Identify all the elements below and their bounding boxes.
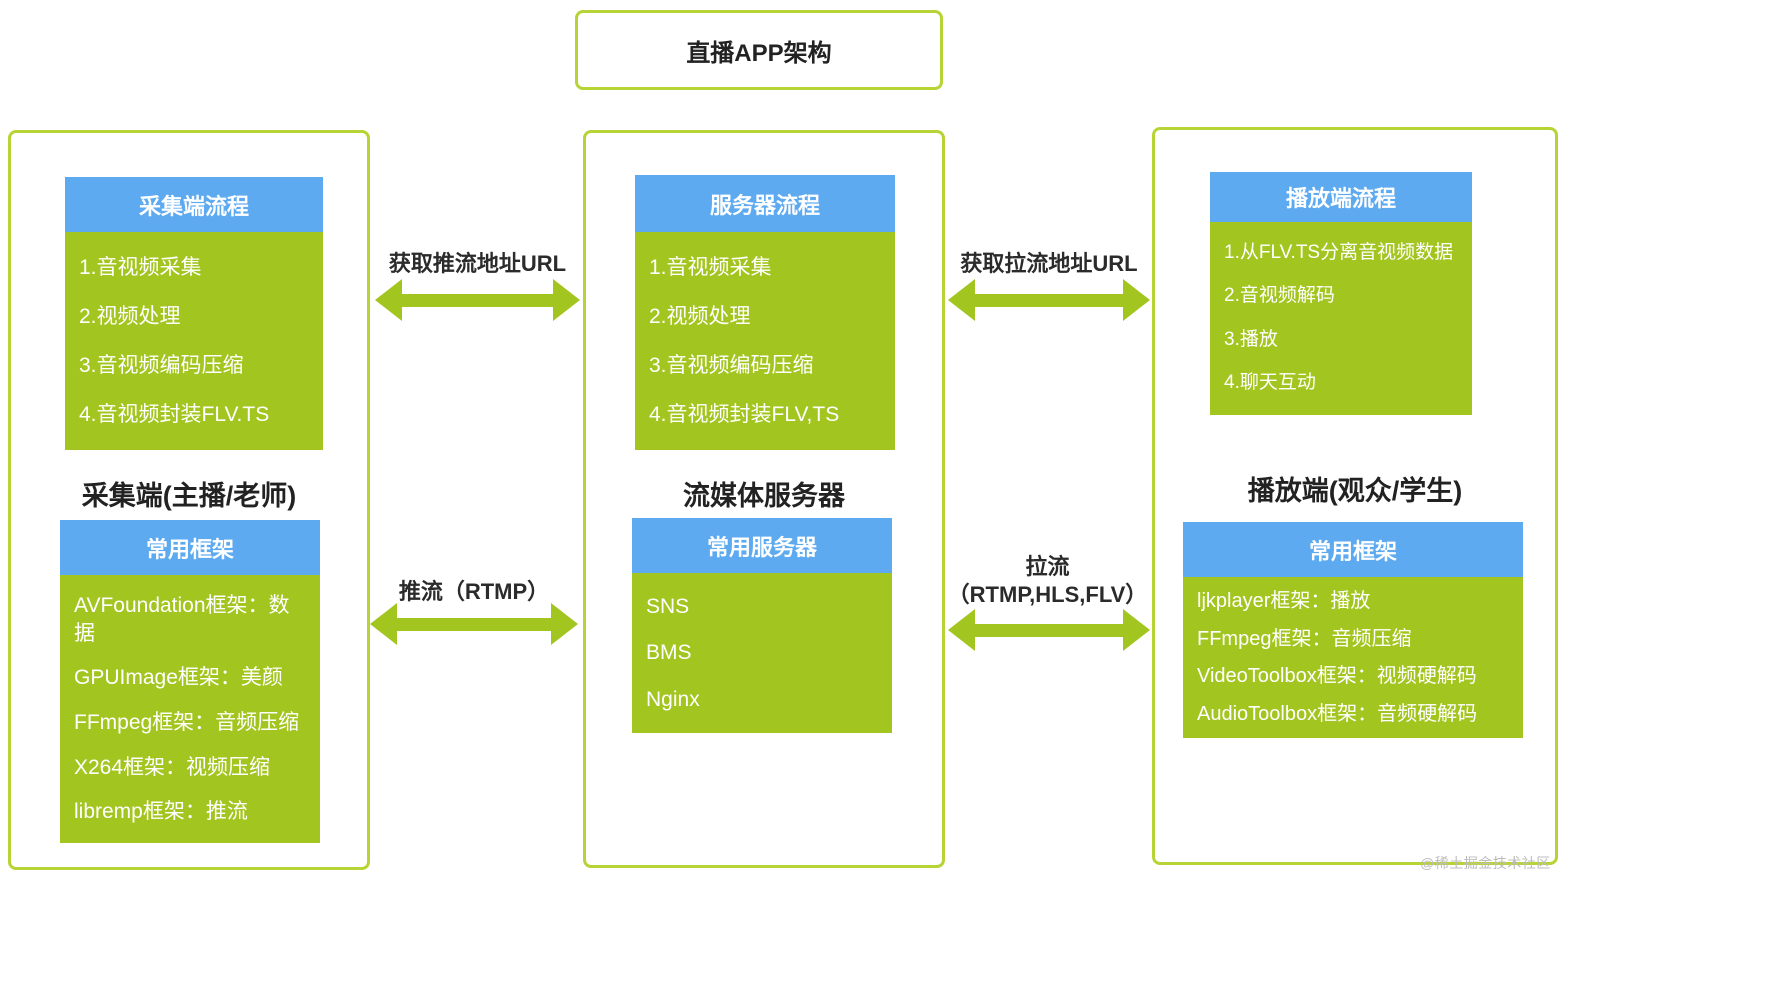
player-column-label: 播放端(观众/学生) <box>1247 475 1463 506</box>
server-flow-step: 3.音视频编码压缩 <box>649 353 814 377</box>
player-flow-list: 1.从FLV.TS分离音视频数据 2.音视频解码 3.播放 4.聊天互动 <box>1210 222 1472 415</box>
server-flow-step: 2.视频处理 <box>649 304 751 328</box>
arrow-bar <box>975 293 1123 307</box>
push-text: 推流（RTMP） <box>398 579 550 604</box>
player-flow-step: 3.播放 <box>1224 328 1278 350</box>
capture-frameworks-header: 常用框架 <box>60 520 320 575</box>
arrow-bar <box>397 617 551 631</box>
arrow-left-head-icon <box>948 609 975 651</box>
capture-frameworks-box: 常用框架 AVFoundation框架：数据 GPUImage框架：美颜 FFm… <box>60 520 320 843</box>
server-flow-step: 4.音视频封装FLV,TS <box>649 402 840 426</box>
push-url-arrow <box>375 278 580 322</box>
arrow-left-head-icon <box>948 279 975 321</box>
capture-flow-step: 4.音视频封装FLV.TS <box>79 402 270 426</box>
push-arrow-label: 推流（RTMP） <box>370 578 578 606</box>
server-column-label: 流媒体服务器 <box>683 480 845 511</box>
framework-entry: VideoToolbox框架：视频硬解码 <box>1197 665 1477 688</box>
capture-frameworks-list: AVFoundation框架：数据 GPUImage框架：美颜 FFmpeg框架… <box>60 575 320 843</box>
server-list-box: 常用服务器 SNS BMS Nginx <box>632 518 892 733</box>
server-entry: SNS <box>646 594 690 618</box>
framework-entry: FFmpeg框架：音频压缩 <box>1197 627 1412 650</box>
server-entry: Nginx <box>646 688 700 712</box>
arrow-right-head-icon <box>551 603 578 645</box>
player-frameworks-list: ljkplayer框架：播放 FFmpeg框架：音频压缩 VideoToolbo… <box>1183 577 1523 738</box>
framework-entry: GPUImage框架：美颜 <box>74 666 283 690</box>
framework-entry: X264框架：视频压缩 <box>74 755 271 779</box>
pull-url-text: 获取拉流地址URL <box>960 251 1138 276</box>
pull-url-arrow-label: 获取拉流地址URL <box>948 250 1150 278</box>
capture-flow-step: 2.视频处理 <box>79 304 181 328</box>
player-flow-step: 4.聊天互动 <box>1224 372 1316 394</box>
watermark: @稀土掘金技术社区 <box>1420 855 1551 871</box>
capture-section-frame <box>8 130 370 870</box>
capture-flow-list: 1.音视频采集 2.视频处理 3.音视频编码压缩 4.音视频封装FLV.TS <box>65 232 323 450</box>
framework-entry: FFmpeg框架：音频压缩 <box>74 710 300 734</box>
push-arrow <box>370 602 578 646</box>
server-section-frame <box>583 130 945 868</box>
capture-column-label: 采集端(主播/老师) <box>81 480 297 511</box>
player-flow-box: 播放端流程 1.从FLV.TS分离音视频数据 2.音视频解码 3.播放 4.聊天… <box>1210 172 1472 415</box>
framework-entry: AVFoundation框架：数据 <box>74 594 290 645</box>
pull-url-arrow <box>948 278 1150 322</box>
pull-text-line1: 拉流 <box>1025 554 1070 579</box>
arrow-bar <box>402 293 553 307</box>
pull-text-line2: （RTMP,HLS,FLV） <box>947 581 1148 607</box>
arrow-right-head-icon <box>553 279 580 321</box>
arrow-bar <box>975 623 1123 637</box>
server-list-header: 常用服务器 <box>632 518 892 573</box>
pull-arrow <box>948 608 1150 652</box>
player-flow-step: 1.从FLV.TS分离音视频数据 <box>1224 241 1454 263</box>
player-flow-step: 2.音视频解码 <box>1224 285 1335 307</box>
arrow-right-head-icon <box>1123 609 1150 651</box>
framework-entry: ljkplayer框架：播放 <box>1197 590 1371 613</box>
player-frameworks-header: 常用框架 <box>1183 522 1523 577</box>
player-flow-header: 播放端流程 <box>1210 172 1472 222</box>
capture-flow-box: 采集端流程 1.音视频采集 2.视频处理 3.音视频编码压缩 4.音视频封装FL… <box>65 177 323 450</box>
capture-flow-step: 3.音视频编码压缩 <box>79 353 244 377</box>
server-flow-step: 1.音视频采集 <box>649 255 772 279</box>
server-flow-list: 1.音视频采集 2.视频处理 3.音视频编码压缩 4.音视频封装FLV,TS <box>635 232 895 450</box>
diagram-title: 直播APP架构 <box>686 39 832 67</box>
push-url-text: 获取推流地址URL <box>388 251 567 276</box>
server-entry: BMS <box>646 641 692 665</box>
server-flow-box: 服务器流程 1.音视频采集 2.视频处理 3.音视频编码压缩 4.音视频封装FL… <box>635 175 895 450</box>
push-url-arrow-label: 获取推流地址URL <box>375 250 580 278</box>
framework-entry: AudioToolbox框架：音频硬解码 <box>1197 702 1478 725</box>
player-section-frame <box>1152 127 1558 865</box>
pull-arrow-label: 拉流 （RTMP,HLS,FLV） <box>940 553 1155 608</box>
arrow-right-head-icon <box>1123 279 1150 321</box>
player-frameworks-box: 常用框架 ljkplayer框架：播放 FFmpeg框架：音频压缩 VideoT… <box>1183 522 1523 738</box>
arrow-left-head-icon <box>375 279 402 321</box>
capture-flow-header: 采集端流程 <box>65 177 323 232</box>
server-flow-header: 服务器流程 <box>635 175 895 232</box>
capture-flow-step: 1.音视频采集 <box>79 255 202 279</box>
framework-entry: libremp框架：推流 <box>74 800 248 824</box>
server-list: SNS BMS Nginx <box>632 573 892 733</box>
diagram-title-box: 直播APP架构 <box>575 10 943 90</box>
arrow-left-head-icon <box>370 603 397 645</box>
